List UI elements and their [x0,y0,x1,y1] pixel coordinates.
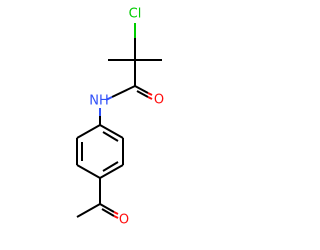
bond-acetyl-methyl [76,203,101,218]
ring-bond-4 [76,164,101,179]
atom-labels: Cl NH O O [89,7,164,228]
bond-carbonyl-o-1 [134,85,149,94]
amide-nitrogen-label: NH [89,94,109,109]
bond-acetyl-o-1 [99,203,115,213]
bond-carbonyl-n-blue [105,96,113,101]
ketone-oxygen-label: O [119,213,129,228]
ring-inner-bond-1 [102,131,119,142]
bond-acetyl-o-1-red [113,211,119,215]
bond-carbonyl-n [111,85,136,98]
bonds [76,23,162,219]
chlorine-label: Cl [129,7,142,22]
bond-carbonyl-o-1-red [147,92,153,96]
ring-bond-1 [99,124,124,139]
bond-acetyl-o-2 [101,208,115,217]
amide-oxygen-label: O [154,93,164,108]
bond-acetyl-o-2-red [113,215,119,219]
bond-carbonyl-o-2 [136,90,149,98]
ring-inner-bond-2 [102,161,119,172]
ring-bond-3 [99,164,124,179]
ring-bond-6 [76,124,101,139]
bond-carbonyl-o-2-red [147,96,153,100]
structure-canvas: Cl NH O O [76,7,164,228]
